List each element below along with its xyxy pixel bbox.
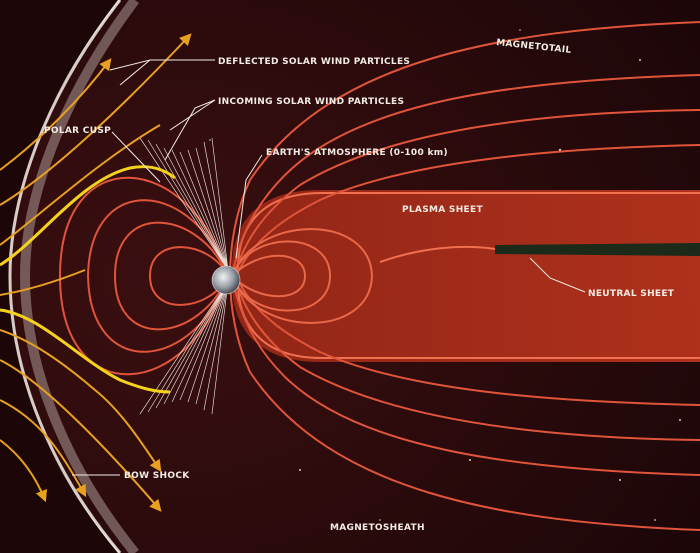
neutral-sheet (495, 243, 700, 256)
bow-shock-boundary (0, 0, 140, 553)
polar-cusp-hatching (139, 137, 229, 415)
label-incoming-particles: INCOMING SOLAR WIND PARTICLES (218, 97, 404, 107)
label-deflected-particles: DEFLECTED SOLAR WIND PARTICLES (218, 57, 410, 67)
plasma-sheet-region (231, 190, 700, 362)
solar-wind-bright-lines (0, 165, 176, 394)
label-polar-cusp: POLAR CUSP (44, 126, 111, 136)
tail-field-lines (229, 21, 700, 531)
solar-wind-lines (0, 33, 192, 512)
label-leaders (72, 59, 586, 476)
closed-field-loops (231, 228, 374, 324)
earth (211, 265, 241, 295)
dayside-field-lines (58, 176, 229, 376)
label-plasma-sheet: PLASMA SHEET (402, 205, 483, 215)
label-earths-atmosphere: EARTH'S ATMOSPHERE (0-100 km) (266, 148, 448, 158)
label-bow-shock: BOW SHOCK (124, 471, 190, 481)
label-neutral-sheet: NEUTRAL SHEET (588, 289, 675, 299)
label-magnetosheath: MAGNETOSHEATH (330, 523, 425, 533)
